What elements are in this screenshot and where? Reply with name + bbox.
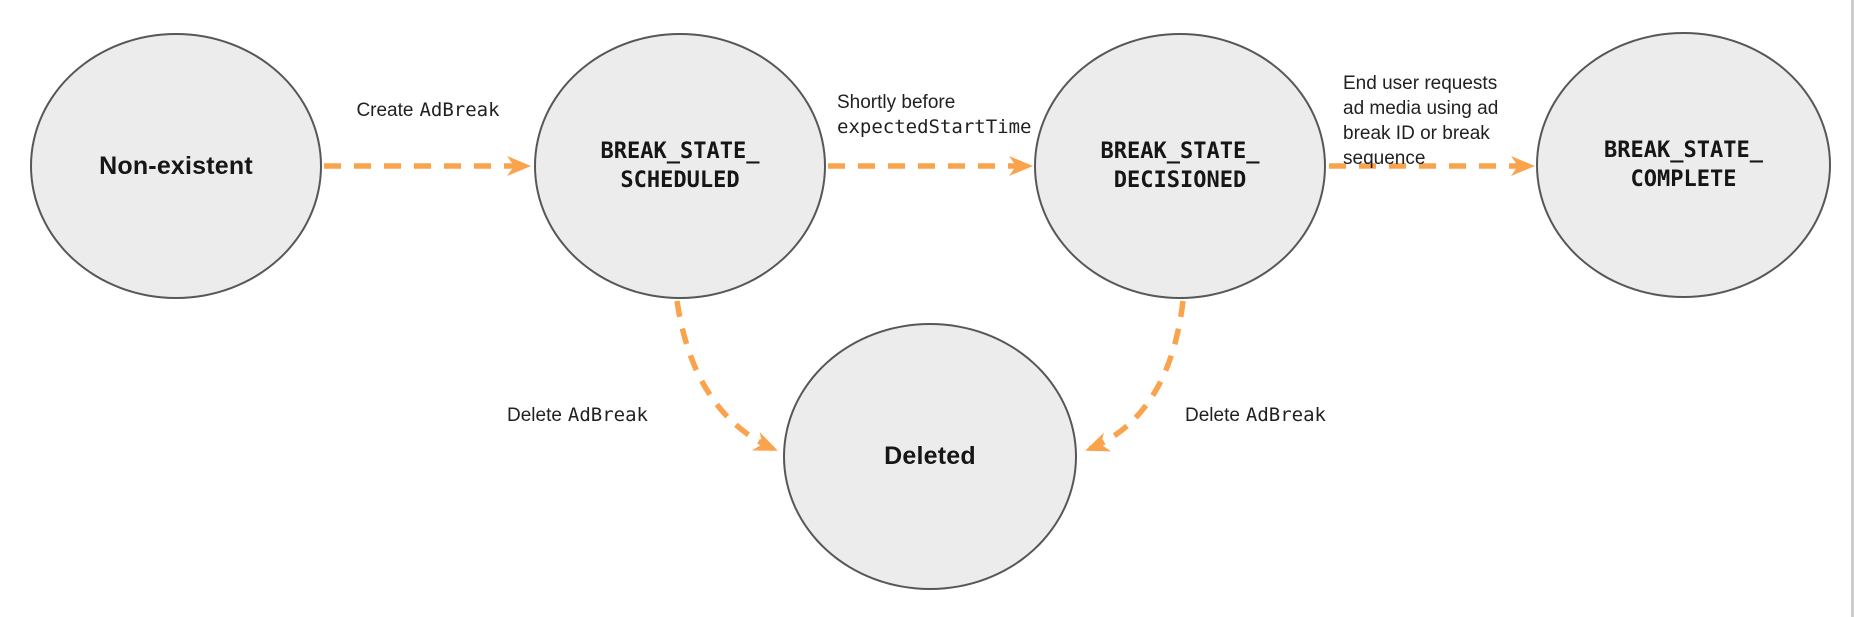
transition-label-code: AdBreak bbox=[419, 99, 500, 121]
transition-label-code: AdBreak bbox=[567, 404, 648, 426]
transition-label-text: End user requests ad media using ad brea… bbox=[1343, 73, 1499, 169]
transition-label-text: Create bbox=[356, 100, 414, 121]
transition-label-code: expectedStartTime bbox=[837, 116, 1032, 138]
state-node-deleted: Deleted bbox=[783, 323, 1077, 590]
transition-arrow-delete-adbreak-left bbox=[674, 300, 778, 453]
state-node-non-existent: Non-existent bbox=[30, 33, 322, 299]
state-label: Non-existent bbox=[99, 151, 253, 180]
state-label: BREAK_STATE_ DECISIONED bbox=[1100, 138, 1260, 193]
transition-label-code: AdBreak bbox=[1245, 404, 1326, 426]
transition-label-end-user-requests: End user requests ad media using ad brea… bbox=[1343, 46, 1498, 171]
state-label: BREAK_STATE_ SCHEDULED bbox=[600, 138, 760, 193]
transition-arrow-delete-adbreak-right bbox=[1085, 300, 1186, 453]
transition-label-text: Shortly before bbox=[837, 92, 956, 113]
transition-label-text: Delete bbox=[1185, 405, 1240, 426]
state-node-break-state-complete: BREAK_STATE_ COMPLETE bbox=[1536, 32, 1831, 298]
transition-label-shortly-before: Shortly before expectedStartTime bbox=[837, 91, 1031, 139]
transition-label-text: Delete bbox=[507, 405, 562, 426]
content-right-border bbox=[1851, 0, 1854, 617]
state-node-break-state-scheduled: BREAK_STATE_ SCHEDULED bbox=[534, 33, 826, 299]
state-node-break-state-decisioned: BREAK_STATE_ DECISIONED bbox=[1034, 33, 1326, 299]
state-label: BREAK_STATE_ COMPLETE bbox=[1604, 137, 1763, 192]
state-label: Deleted bbox=[884, 442, 976, 470]
